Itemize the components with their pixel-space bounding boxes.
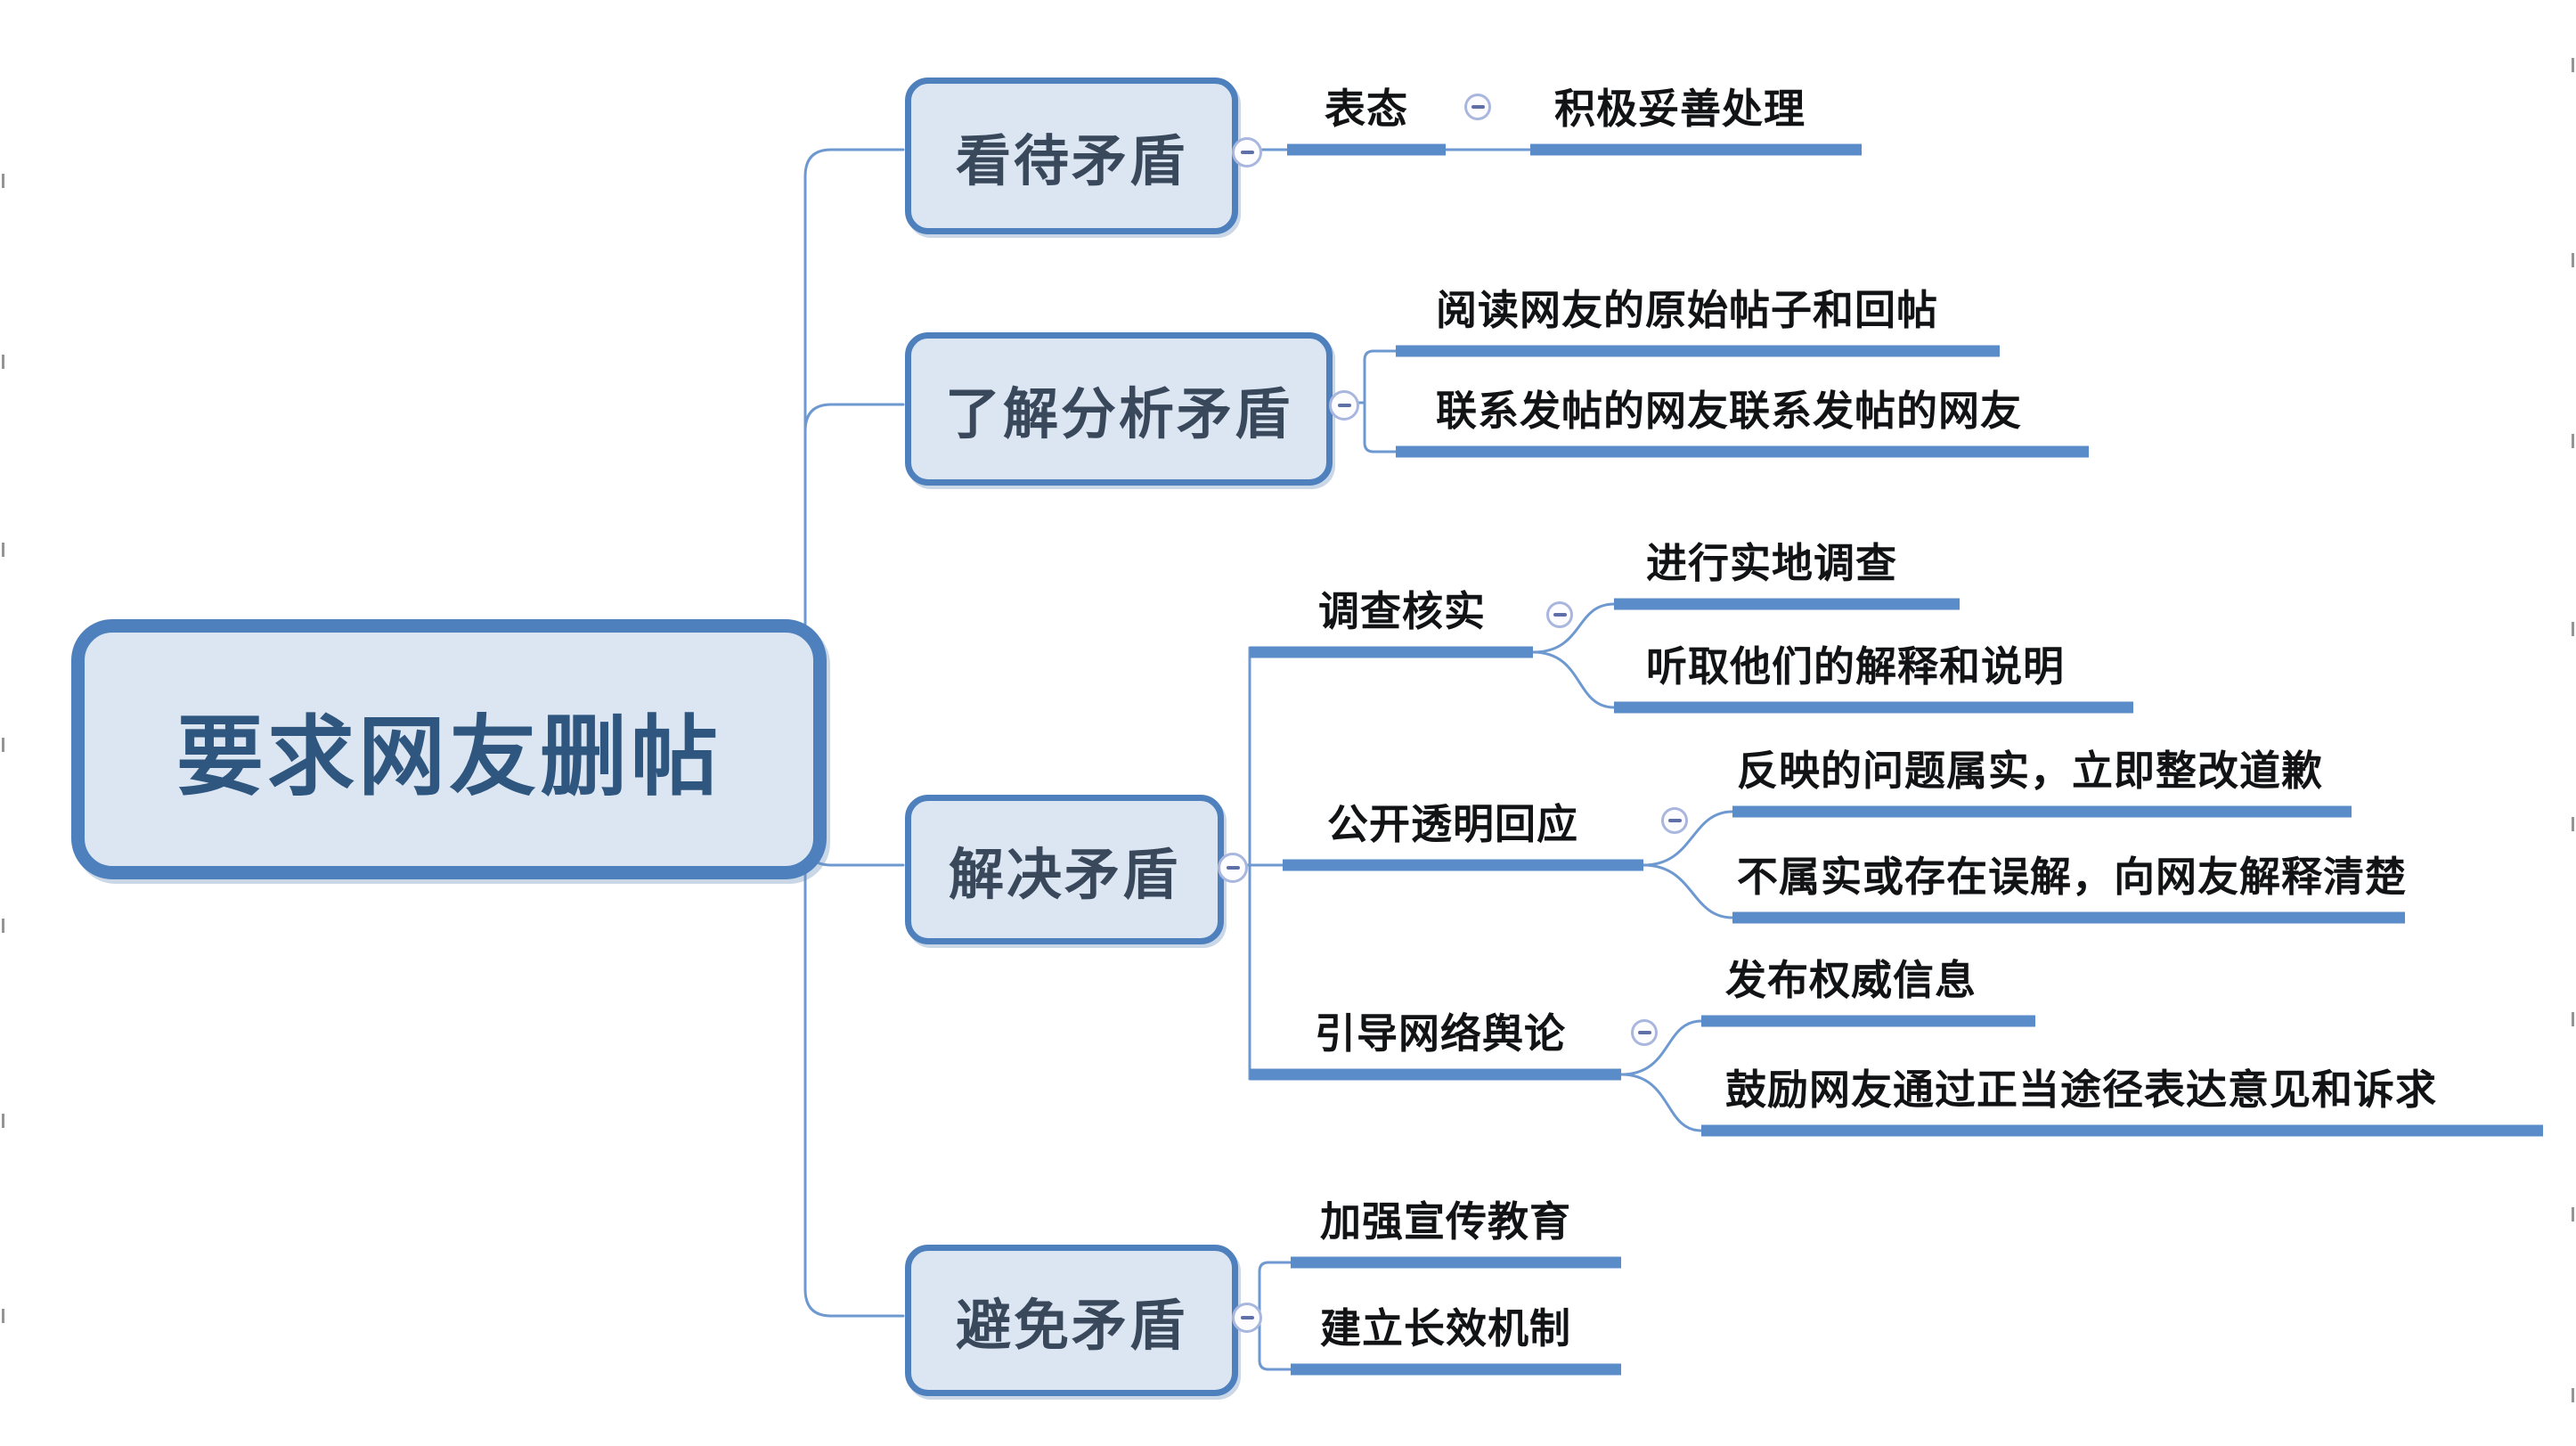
subtopic-issue-true[interactable]: 反映的问题属实，立即整改道歉 [1737,748,2323,794]
edge-artifact [2572,622,2574,636]
subtopic-long-term-mechanism[interactable]: 建立长效机制 [1320,1305,1571,1352]
root-topic-label: 要求网友删帖 [175,707,721,805]
brace-respond-bottom [1642,863,1734,919]
minus-icon [1240,151,1254,154]
subtopic-investigate[interactable]: 调查核实 [1318,588,1486,634]
collapse-button-understand-conflict[interactable] [1329,390,1359,421]
subtopic-issue-false[interactable]: 不属实或存在误解，向网友解释清楚 [1737,854,2407,900]
edge-artifact [2,1114,4,1128]
collapse-button-avoid-conflict[interactable] [1232,1303,1262,1333]
edge-artifact [2,355,4,369]
bracket-branch2 [1363,349,1398,453]
collapse-button-resolve-conflict[interactable] [1218,853,1248,883]
branch-topic-understand-analyze-conflict[interactable]: 了解分析矛盾 [905,332,1333,486]
minus-icon [1637,1031,1651,1034]
topic-underlines [1250,143,2543,1376]
brace-guide-top [1619,1019,1703,1076]
subtopic-strengthen-education[interactable]: 加强宣传教育 [1320,1198,1571,1245]
subtopic-contact-poster[interactable]: 联系发帖的网友联系发帖的网友 [1436,388,2022,434]
branch-topic-view-conflict[interactable]: 看待矛盾 [905,78,1238,234]
branch-topic-label: 看待矛盾 [955,131,1187,192]
branch-topic-label: 避免矛盾 [955,1295,1187,1357]
collapse-button-guide-opinion[interactable] [1631,1019,1658,1046]
branch-topic-resolve-conflict[interactable]: 解决矛盾 [905,795,1224,944]
brace-guide-bottom [1619,1073,1703,1132]
minus-icon [1471,105,1485,109]
minus-icon [1226,866,1240,870]
branch-topic-label: 解决矛盾 [948,845,1180,906]
root-topic[interactable]: 要求网友删帖 [71,619,827,879]
brace-respond-top [1642,810,1734,867]
subtopic-transparent-response[interactable]: 公开透明回应 [1327,801,1578,847]
minus-icon [1553,613,1567,617]
subtopic-encourage-channels[interactable]: 鼓励网友通过正当途径表达意见和诉求 [1725,1066,2437,1113]
subtopic-handle-properly[interactable]: 积极妥善处理 [1554,86,1806,132]
minus-icon [1240,1316,1254,1319]
subtopic-listen-explanation[interactable]: 听取他们的解释和说明 [1646,643,2065,690]
subtopic-guide-opinion[interactable]: 引导网络舆论 [1315,1010,1566,1057]
edge-artifact [2,543,4,557]
edge-artifact [2572,817,2574,831]
collapse-button-investigate[interactable] [1546,601,1573,628]
subtopic-field-survey[interactable]: 进行实地调查 [1646,540,1897,586]
subtopic-authoritative-info[interactable]: 发布权威信息 [1725,957,1977,1003]
minus-icon [1667,819,1682,822]
spine-elbow-branch2 [803,403,905,433]
edge-artifact [2,1309,4,1323]
edge-artifact [2572,434,2574,448]
edge-artifact [2572,1388,2574,1402]
bracket-branch4 [1258,1261,1292,1371]
collapse-button-transparent-response[interactable] [1661,807,1688,834]
branch-topic-label: 了解分析矛盾 [944,384,1292,445]
minus-icon [1337,404,1351,407]
edge-artifact [2572,1012,2574,1026]
collapse-button-express-attitude[interactable] [1464,94,1491,120]
brace-investigate-bottom [1531,650,1616,709]
subtopic-read-posts[interactable]: 阅读网友的原始帖子和回帖 [1436,287,1938,333]
edge-artifact [2572,253,2574,267]
subtopic-express-attitude[interactable]: 表态 [1325,86,1408,132]
collapse-button-view-conflict[interactable] [1232,137,1262,167]
edge-artifact [2572,58,2574,72]
branch-topic-avoid-conflict[interactable]: 避免矛盾 [905,1245,1238,1396]
brace-investigate-top [1531,602,1616,654]
edge-artifact [2572,1207,2574,1221]
edge-artifact [2,738,4,752]
edge-artifact [2,919,4,933]
edge-artifact [2,174,4,188]
